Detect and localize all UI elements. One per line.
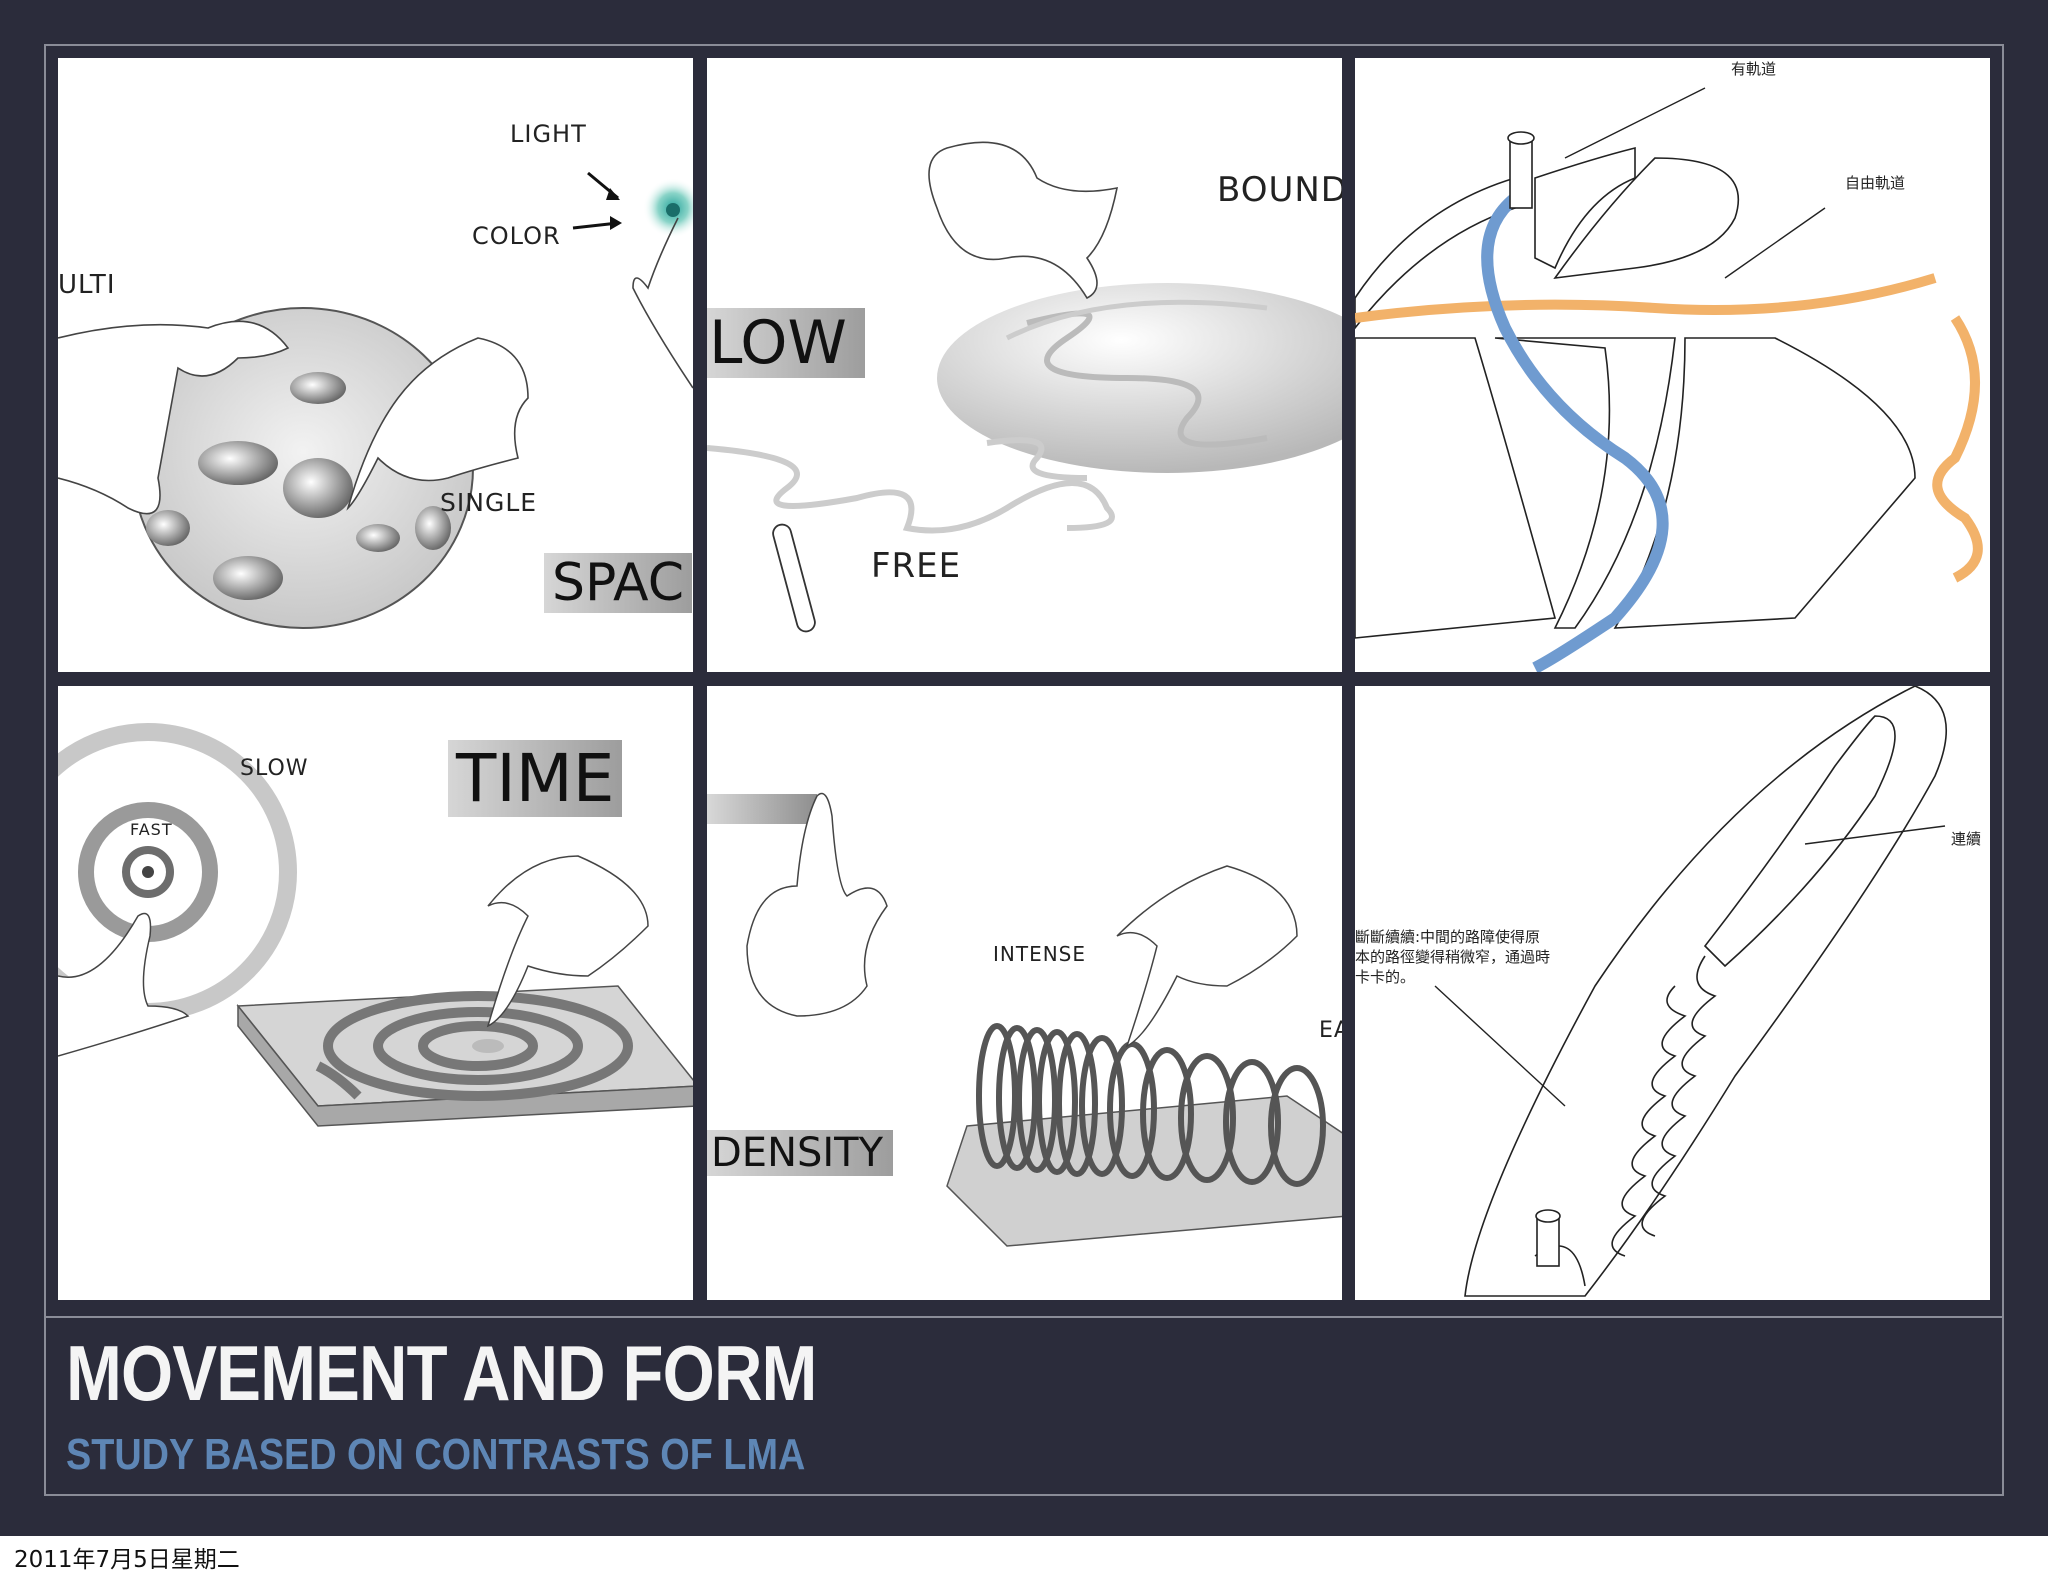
label-free-track: 自由軌道 [1845,174,1906,192]
spring-illustration [707,792,1342,1247]
label-note-line3: 卡卡的。 [1355,968,1416,986]
label-multi: ULTI [58,270,116,300]
bound-free-illustration [707,141,1342,633]
label-track: 有軌道 [1731,60,1777,78]
label-single: SINGLE [440,488,538,517]
label-free: FREE [871,546,962,586]
slide-subtitle: STUDY BASED ON CONTRASTS OF LMA [66,1430,806,1479]
panel-space: LIGHT COLOR ULTI SINGLE SPAC [58,58,693,672]
label-color: COLOR [472,222,561,250]
label-note-line1: 斷斷續續:中間的路障使得原 [1355,928,1541,946]
panel-density: INTENSE EA DENSITY [707,686,1342,1300]
label-space: SPAC [544,553,693,613]
label-slow: SLOW [240,756,309,781]
slide-title: MOVEMENT AND FORM [66,1329,817,1417]
spiral-illustration [58,723,693,1127]
slide-frame [44,44,2004,1496]
sphere-hands-illustration [58,171,693,629]
label-note-line2: 本的路徑變得稍微窄，通過時 [1355,948,1551,966]
slide: LIGHT COLOR ULTI SINGLE SPAC BOUND LOW F… [0,0,2048,1536]
footer-date: 2011年7月5日星期二 [14,1547,240,1573]
continuous-track-diagram [1434,686,1948,1297]
label-bound: BOUND [1217,170,1342,210]
title-separator [46,1316,2002,1318]
label-flow: LOW [707,308,865,378]
panel-flow: BOUND LOW FREE [707,58,1342,672]
panel-continuous: 連續 斷斷續續:中間的路障使得原 本的路徑變得稍微窄，通過時 卡卡的。 [1355,686,1990,1300]
label-fast: FAST [130,820,173,839]
label-continuous: 連續 [1951,830,1982,848]
label-ease: EA [1319,1018,1342,1043]
label-light: LIGHT [510,120,587,148]
label-intense: INTENSE [993,942,1087,966]
panel-time: SLOW FAST TIME [58,686,693,1300]
panel-track: 有軌道 自由軌道 [1355,58,1990,672]
label-density: DENSITY [707,1130,894,1176]
track-diagram [1355,87,1983,672]
label-time: TIME [448,740,623,817]
